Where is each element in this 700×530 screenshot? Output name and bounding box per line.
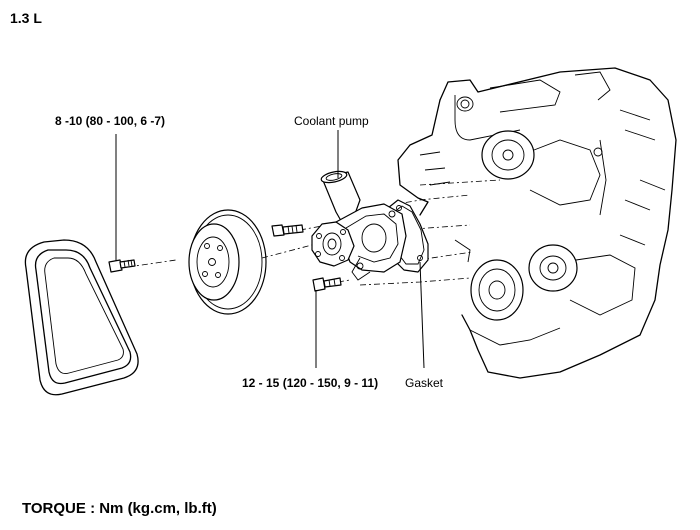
drive-belt bbox=[24, 239, 139, 396]
water-pump-pulley bbox=[188, 209, 267, 315]
pulley-bolt bbox=[108, 259, 136, 273]
page-title: 1.3 L bbox=[10, 10, 42, 26]
pump-bolt-lower bbox=[312, 277, 342, 292]
pump-bolt-upper bbox=[271, 224, 304, 237]
bolt-bottom-torque-label: 12 - 15 (120 - 150, 9 - 11) bbox=[242, 376, 379, 390]
leader-lines bbox=[115, 130, 425, 369]
gasket-label: Gasket bbox=[405, 376, 444, 390]
alignment-lines bbox=[127, 179, 501, 286]
bolt-top-torque-label: 8 -10 (80 - 100, 6 -7) bbox=[55, 114, 166, 128]
engine-block bbox=[397, 67, 677, 379]
coolant-pump bbox=[311, 170, 407, 281]
coolant-pump-label: Coolant pump bbox=[294, 114, 369, 128]
torque-units-footer: TORQUE : Nm (kg.cm, lb.ft) bbox=[22, 500, 217, 517]
